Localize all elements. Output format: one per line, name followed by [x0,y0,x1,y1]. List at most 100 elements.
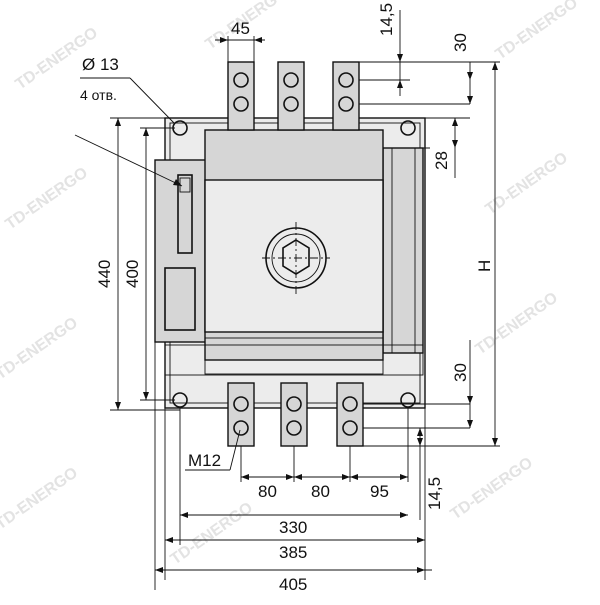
right-bracket-rail [382,147,424,354]
arrowhead [397,54,403,62]
dim-lower-offset: 14,5 [425,477,444,510]
mounting-hole-top-right [400,120,416,136]
watermark-text: TD-ENERGO [0,314,81,383]
bolt-label: M12 [188,451,221,470]
arrowhead [417,438,423,446]
arrowhead [294,474,302,480]
lower-terminal-2-bolt [286,420,302,436]
watermark-text: TD-ENERGO [3,164,91,233]
upper-terminals [227,61,360,131]
arrowhead [173,179,182,186]
leader-line-panel [74,134,183,187]
right-bracket [382,147,424,354]
arrowhead [254,37,262,43]
left-panel-slot-upper [177,174,193,254]
upper-terminal-2-bolt [283,72,299,88]
arrowhead [417,428,423,436]
lower-housing [204,337,384,375]
watermark-text: TD-ENERGO [168,499,256,568]
dim-width-330: 330 [279,518,307,537]
arrowhead [143,128,149,136]
lower-terminal-2 [280,382,308,447]
hole-callout: Ø 13 4 отв. [74,55,183,187]
main-body [164,129,424,376]
dim-width-385: 385 [279,543,307,562]
leader-line [229,429,241,471]
arrowhead [286,474,294,480]
mounting-hole-bottom-right [400,392,416,408]
upper-terminal-3 [332,61,360,131]
arrowhead [417,567,425,573]
front-cover [204,179,384,333]
dim-bracket-offset: 28 [432,151,451,170]
bottom-spacing-dimensions: 80 80 95 [240,408,409,501]
top-dimension-lines: 45 14,5 30 28 [215,3,500,178]
lower-terminal-1-bolt [233,420,249,436]
lower-right-dimensions: 30 14,5 [363,340,473,520]
dim-width-405: 405 [279,575,307,594]
leader-line [129,77,176,125]
watermark-text: TD-ENERGO [483,149,571,218]
arrowhead [350,474,358,480]
arrowhead [342,474,350,480]
arrowhead [115,402,121,410]
arrowhead [400,474,408,480]
dim-terminal-pitch: 45 [231,19,250,38]
upper-terminal-1-bolt [233,96,249,112]
overall-width-dimensions: 330 385 405 [154,342,432,594]
lower-terminals [227,382,364,447]
hole-diameter-label: Ø 13 [82,55,119,74]
dim-height-total: H [475,260,494,272]
dim-upper-offset: 14,5 [377,3,396,36]
arrowhead [220,37,228,43]
left-dimensions: 440 400 [95,117,180,411]
arrowhead [452,140,458,148]
lower-terminal-3-bolt [342,420,358,436]
dim-height-outer: 440 [95,260,114,288]
watermark-text: TD-ENERGO [0,464,81,533]
lower-terminal-1 [227,382,255,447]
lower-terminal-2-bolt [286,396,302,412]
upper-terminal-3-bolt [338,72,354,88]
arrowhead [452,118,458,126]
arrowhead [492,62,498,70]
arrowhead [417,537,425,543]
watermark-text: TD-ENERGO [493,0,581,63]
bolt-callout: M12 [185,429,241,471]
lower-rail [164,344,424,376]
dim-spacing-1: 80 [258,482,277,501]
arrowhead [400,512,408,518]
arrowhead [165,537,173,543]
dim-height-inner: 400 [123,260,142,288]
dim-lower-terminal: 30 [451,363,470,382]
lower-terminal-3 [336,382,364,447]
arrowhead [467,96,473,104]
arrowhead [155,567,163,573]
dim-upper-terminal: 30 [451,33,470,52]
arrowhead [143,392,149,400]
upper-terminal-1 [227,61,255,131]
watermark-text: TD-ENERGO [473,289,561,358]
arrowhead [397,80,403,88]
left-panel-slot-lower [164,267,196,331]
h-dimension: H [363,62,500,447]
arrowhead [492,438,498,446]
rotary-knob [262,222,330,294]
dim-spacing-2: 80 [311,482,330,501]
arrowhead [241,474,249,480]
upper-terminal-3-bolt [338,96,354,112]
dim-spacing-3: 95 [370,482,389,501]
arrowhead [467,396,473,404]
hole-count-label: 4 отв. [80,87,117,103]
watermark-text: TD-ENERGO [448,454,536,523]
arrowhead [115,118,121,126]
upper-terminal-2-bolt [283,96,299,112]
left-side-panel [154,159,208,343]
arrowhead [467,420,473,428]
lower-terminal-3-bolt [342,396,358,412]
left-panel [154,159,208,343]
arrowhead [180,512,188,518]
upper-terminal-2 [277,61,305,131]
